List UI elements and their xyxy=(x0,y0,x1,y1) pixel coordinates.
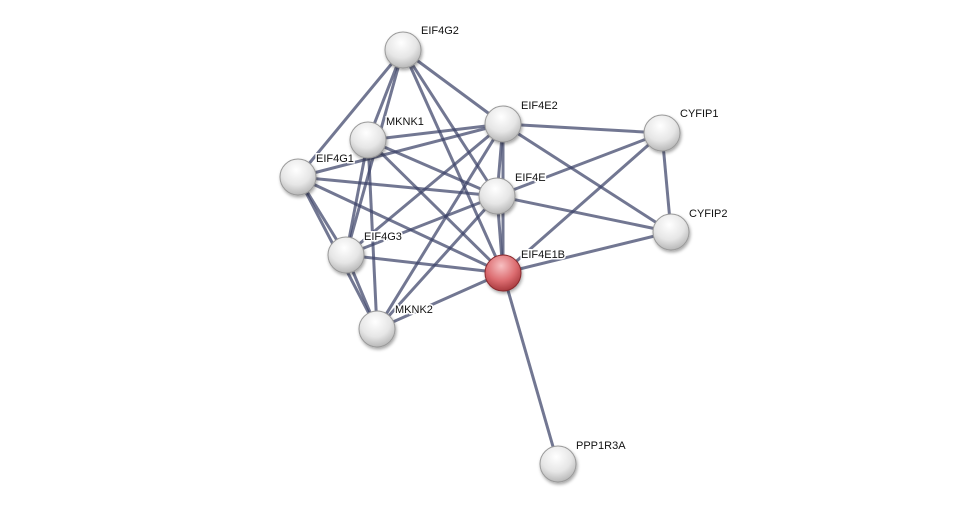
node-label: EIF4G1 xyxy=(316,153,354,165)
edge-eif4g1-eif4e2[interactable] xyxy=(297,122,504,179)
edge-eif4g1-eif4e[interactable] xyxy=(297,175,498,198)
node-label: MKNK2 xyxy=(395,304,433,316)
node-cyfip2[interactable]: CYFIP2 xyxy=(652,207,729,251)
edge-eif4e-mknk2[interactable] xyxy=(375,194,499,331)
node-sphere[interactable] xyxy=(327,236,365,274)
node-label: MKNK1 xyxy=(386,116,424,128)
edge-mknk2-eif4e1b[interactable] xyxy=(376,271,504,331)
edge-eif4e2-mknk2[interactable] xyxy=(375,123,505,330)
edge-eif4e1b-cyfip1[interactable] xyxy=(502,131,663,275)
node-sphere[interactable] xyxy=(279,158,317,196)
edge-eif4e1b-cyfip2[interactable] xyxy=(502,230,672,275)
edge-eif4g2-eif4e[interactable] xyxy=(401,49,499,197)
edge-eif4g1-eif4e1b[interactable] xyxy=(297,175,504,275)
edge-eif4e2-cyfip2[interactable] xyxy=(502,122,672,234)
edge-eif4e-eif4g3[interactable] xyxy=(345,194,498,257)
node-ppp1r3a[interactable]: PPP1R3A xyxy=(539,439,628,483)
edge-eif4e-cyfip1[interactable] xyxy=(496,131,663,198)
node-mknk2[interactable]: MKNK2 xyxy=(358,303,434,348)
node-sphere[interactable] xyxy=(358,310,396,348)
node-sphere[interactable] xyxy=(484,105,522,143)
edge-eif4g3-eif4e1b[interactable] xyxy=(345,253,504,275)
edge-eif4g2-eif4e1b[interactable] xyxy=(401,49,505,274)
node-sphere[interactable] xyxy=(484,254,522,292)
node-label: CYFIP2 xyxy=(689,208,728,220)
node-eif4e[interactable]: EIF4E xyxy=(478,171,547,215)
node-sphere[interactable] xyxy=(349,121,387,159)
node-sphere[interactable] xyxy=(652,213,690,251)
node-eif4e2[interactable]: EIF4E2 xyxy=(484,99,559,143)
node-sphere[interactable] xyxy=(539,445,577,483)
edge-mknk1-eif4e1b[interactable] xyxy=(366,138,505,275)
edge-eif4g2-eif4g1[interactable] xyxy=(296,49,405,178)
edge-eif4e1b-ppp1r3a[interactable] xyxy=(501,272,560,465)
node-cyfip1[interactable]: CYFIP1 xyxy=(643,107,720,152)
node-label: EIF4G3 xyxy=(364,231,402,243)
node-mknk1[interactable]: MKNK1 xyxy=(349,115,425,159)
node-eif4g2[interactable]: EIF4G2 xyxy=(384,24,460,69)
edge-eif4e2-eif4g3[interactable] xyxy=(345,122,504,257)
node-label: EIF4E xyxy=(515,172,546,184)
node-label: EIF4E1B xyxy=(521,249,565,261)
node-label: CYFIP1 xyxy=(680,108,719,120)
node-eif4e1b[interactable]: EIF4E1B xyxy=(484,248,567,292)
edge-mknk1-eif4e[interactable] xyxy=(367,138,498,198)
node-sphere[interactable] xyxy=(643,114,681,152)
node-eif4g3[interactable]: EIF4G3 xyxy=(327,230,403,274)
node-sphere[interactable] xyxy=(384,31,422,69)
edge-eif4e-cyfip2[interactable] xyxy=(496,194,672,234)
node-label: EIF4G2 xyxy=(421,25,459,37)
node-sphere[interactable] xyxy=(478,177,516,215)
node-label: PPP1R3A xyxy=(576,440,626,452)
node-label: EIF4E2 xyxy=(521,100,558,112)
edges-layer xyxy=(296,48,673,465)
node-eif4g1[interactable]: EIF4G1 xyxy=(279,152,355,196)
edge-eif4g2-eif4e2[interactable] xyxy=(402,48,504,126)
edge-eif4e2-cyfip1[interactable] xyxy=(502,122,663,135)
edge-mknk1-eif4e2[interactable] xyxy=(367,122,504,142)
